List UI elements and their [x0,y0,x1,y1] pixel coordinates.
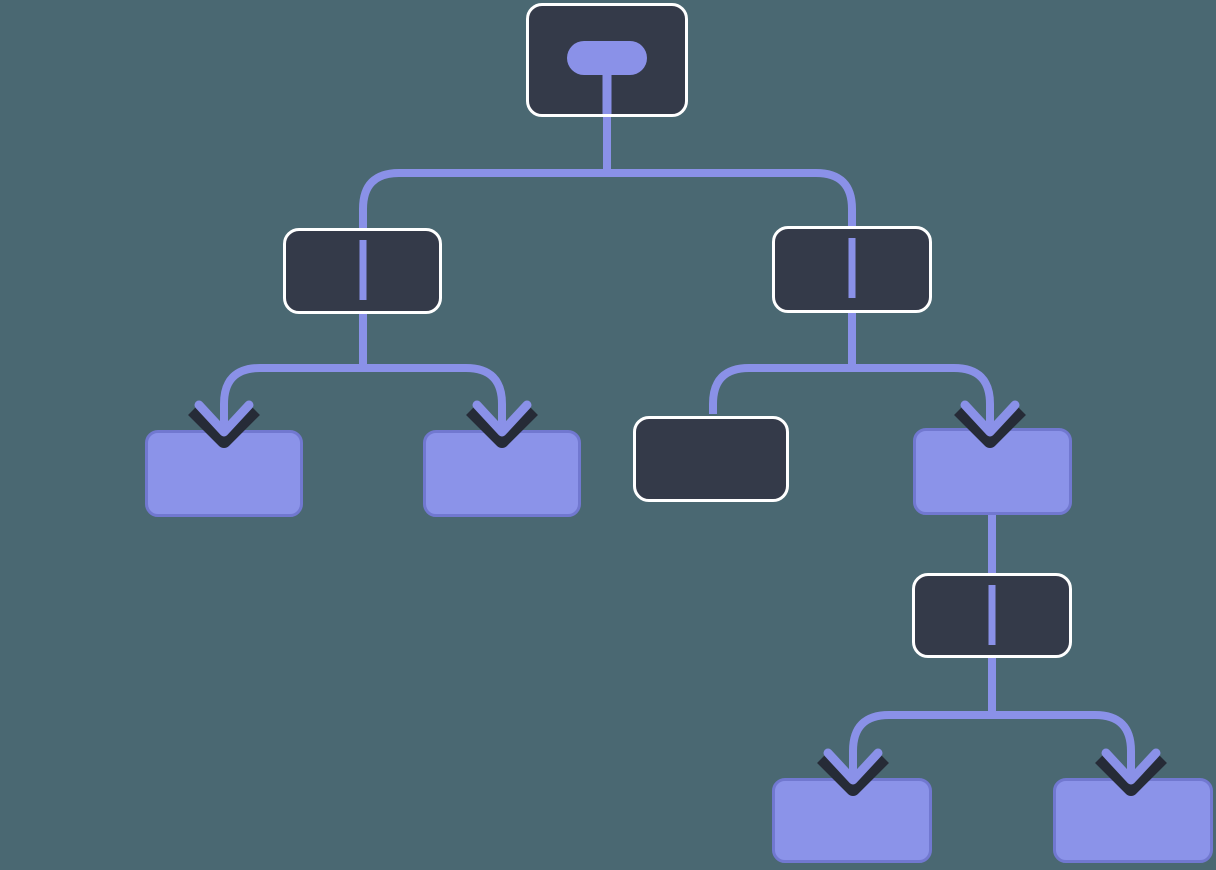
node-branch-bottom[interactable] [912,573,1072,658]
node-branch-right[interactable] [772,226,932,313]
node-leaf-1[interactable] [145,430,303,517]
split-line-icon [848,238,856,298]
node-leaf-2[interactable] [423,430,581,517]
node-leaf-4[interactable] [772,778,932,863]
split-line-icon [359,240,366,300]
node-plain[interactable] [633,416,789,502]
node-branch-left[interactable] [283,228,442,314]
root-pill-icon [567,41,647,75]
node-leaf-3[interactable] [913,428,1072,515]
node-leaf-5[interactable] [1053,778,1213,863]
root-stem-icon [602,70,612,114]
node-root[interactable] [526,3,688,117]
split-line-icon [988,585,996,645]
